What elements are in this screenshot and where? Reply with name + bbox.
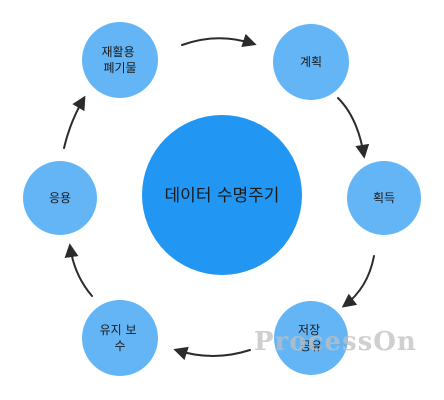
watermark: ProcessOn bbox=[254, 327, 417, 357]
stage-apply[interactable]: 응용 bbox=[23, 161, 97, 235]
center-label: 데이터 수명주기 bbox=[165, 186, 280, 206]
arrow-recycle-to-plan bbox=[181, 33, 257, 48]
center-node bbox=[142, 115, 302, 275]
stage-recycle-circle bbox=[82, 22, 158, 98]
stage-plan[interactable]: 계획 bbox=[273, 24, 349, 100]
svg-text:응용: 응용 bbox=[49, 191, 71, 205]
stage-acquire[interactable]: 획득 bbox=[347, 161, 421, 235]
stage-maintain-label-line-2: 수 bbox=[114, 339, 125, 353]
stage-maintain-label-line-1: 유지 보 bbox=[100, 323, 137, 337]
arrow-store-to-maintain bbox=[173, 346, 251, 361]
stage-recycle-label-line-1: 재활용 bbox=[102, 45, 135, 59]
stage-maintain[interactable]: 유지 보 수 bbox=[82, 300, 158, 376]
arrow-apply-to-recycle bbox=[63, 95, 86, 149]
arrow-plan-to-acquire bbox=[337, 97, 370, 159]
stage-recycle-label-line-2: 폐기물 bbox=[103, 61, 136, 75]
arrow-acquire-to-store bbox=[341, 255, 375, 308]
arrow-maintain-to-apply bbox=[64, 243, 93, 297]
svg-text:유지 보 수: 유지 보 수 bbox=[100, 323, 141, 353]
svg-text:계획: 계획 bbox=[300, 55, 322, 69]
svg-text:획득: 획득 bbox=[373, 191, 395, 205]
svg-text:저장 공유: 저장 공유 bbox=[298, 323, 324, 353]
stage-store-share-label-line-2: 공유 bbox=[300, 339, 322, 353]
stage-store-share-circle bbox=[274, 301, 348, 375]
stage-maintain-circle bbox=[82, 300, 158, 376]
stage-acquire-label: 획득 bbox=[373, 191, 395, 205]
stage-plan-label: 계획 bbox=[300, 55, 322, 69]
stage-plan-circle bbox=[273, 24, 349, 100]
stage-acquire-circle bbox=[347, 161, 421, 235]
stage-recycle[interactable]: 재활용 폐기물 bbox=[82, 22, 158, 98]
stage-store-share[interactable]: 저장 공유 bbox=[274, 301, 348, 375]
stage-apply-label: 응용 bbox=[49, 191, 71, 205]
svg-text:재활용 폐기물: 재활용 폐기물 bbox=[102, 45, 139, 75]
stage-store-share-label-line-1: 저장 bbox=[298, 323, 320, 337]
stage-apply-circle bbox=[23, 161, 97, 235]
